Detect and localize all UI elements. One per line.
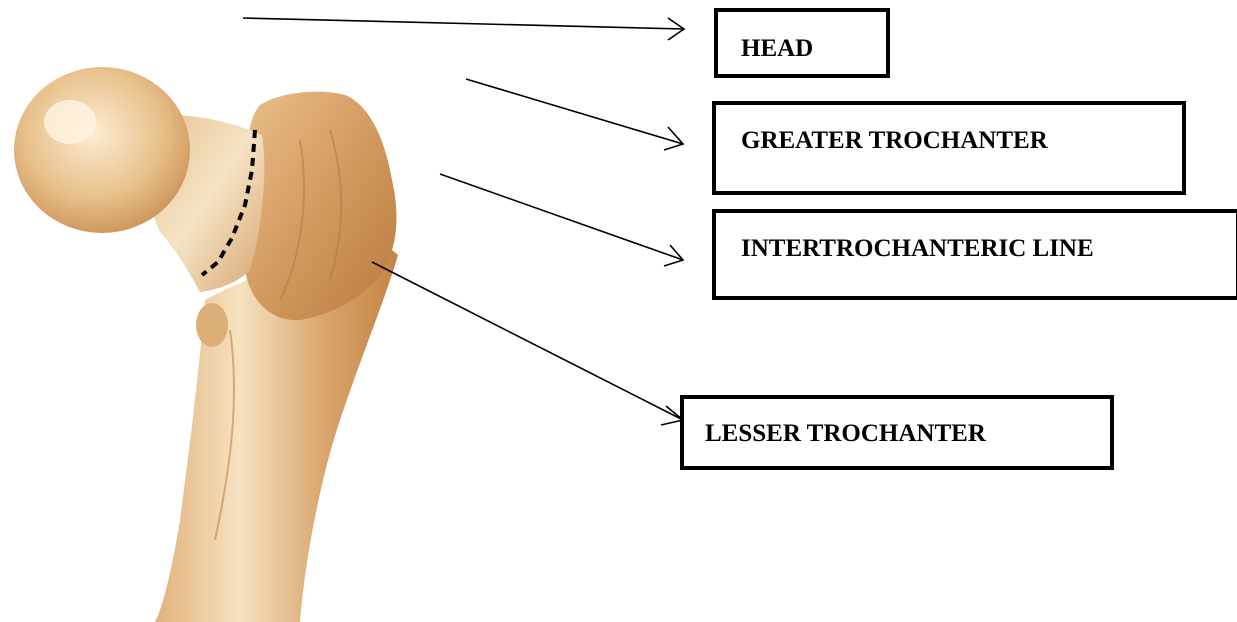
lesser-trochanter-shape <box>196 303 228 347</box>
arrow-head <box>243 18 684 29</box>
label-head: HEAD <box>741 36 813 61</box>
femoral-head <box>14 67 190 233</box>
label-greater-trochanter: GREATER TROCHANTER <box>741 128 1048 153</box>
arrow-greater-trochanter <box>466 79 683 144</box>
label-box-greater-trochanter: GREATER TROCHANTER <box>712 101 1186 195</box>
label-box-head: HEAD <box>714 8 890 78</box>
arrowhead-intertrochanteric-line <box>664 245 683 266</box>
arrow-intertrochanteric-line <box>440 174 683 260</box>
femoral-head-highlight <box>44 100 96 144</box>
label-box-lesser-trochanter: LESSER TROCHANTER <box>680 395 1114 470</box>
label-lesser-trochanter: LESSER TROCHANTER <box>705 421 986 446</box>
label-intertrochanteric-line: INTERTROCHANTERIC LINE <box>741 236 1094 261</box>
label-box-intertrochanteric-line: INTERTROCHANTERIC LINE <box>712 209 1237 300</box>
arrow-lesser-trochanter <box>372 262 683 420</box>
